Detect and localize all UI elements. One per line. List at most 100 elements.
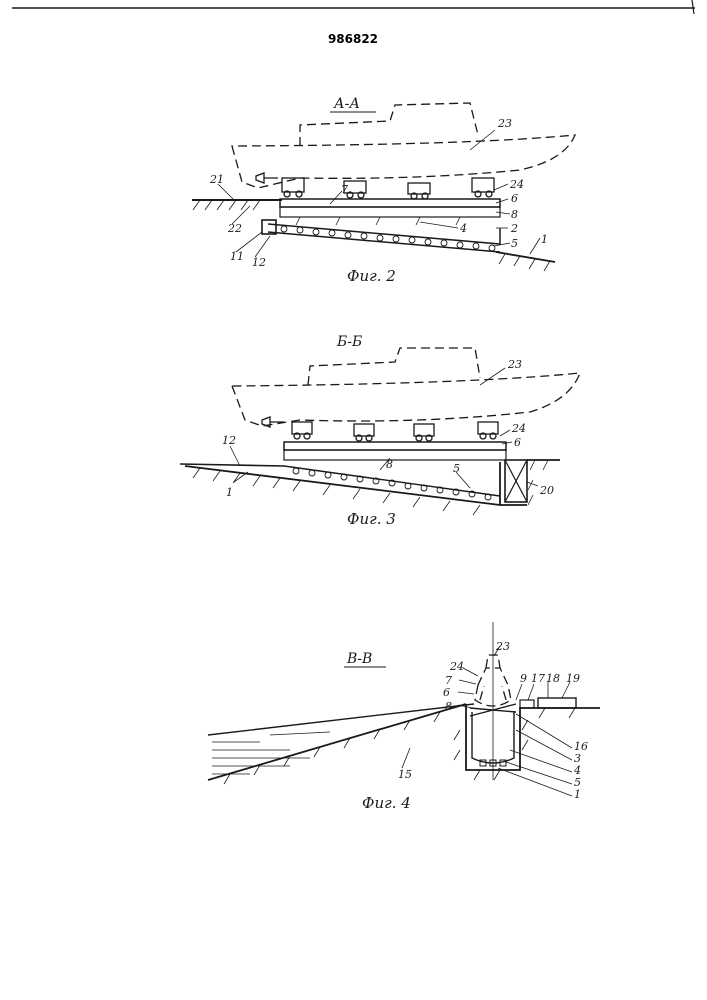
drawing-stroke	[361, 233, 367, 239]
boat-cabin-outline	[308, 348, 480, 385]
drawing-stroke	[309, 470, 315, 476]
drawing-stroke	[454, 730, 460, 740]
part-number-label: 22	[227, 222, 242, 235]
drawing-stroke	[193, 200, 260, 210]
drawing-stroke	[528, 480, 533, 490]
drawing-stroke	[506, 762, 572, 784]
part-number-label: 19	[566, 672, 580, 685]
drawing-stroke	[480, 368, 505, 385]
figure-caption: Фиг. 3	[347, 510, 396, 528]
part-number-label: 1	[574, 788, 581, 801]
drawing-stroke	[262, 417, 284, 427]
drawing-stroke	[420, 222, 458, 228]
part-number-label: 24	[511, 422, 526, 435]
drawing-stroke	[514, 256, 520, 266]
drawing-stroke	[498, 768, 572, 796]
part-number-label: 6	[511, 192, 518, 205]
part-number-label: 1	[541, 233, 548, 246]
boat-cabin-outline	[300, 103, 478, 146]
figure-caption: Фиг. 4	[362, 794, 411, 812]
part-number-label: 18	[546, 672, 560, 685]
drawing-stroke	[353, 489, 360, 499]
drawing-stroke	[528, 684, 534, 700]
drawing-stroke	[543, 460, 548, 470]
drawing-stroke	[325, 472, 331, 478]
drawing-stroke	[414, 424, 434, 436]
drawing-stroke	[193, 468, 200, 478]
drawing-stroke	[313, 229, 319, 235]
drawing-stroke	[229, 200, 236, 210]
trolley-group	[282, 178, 494, 199]
drawing-stroke	[273, 478, 280, 488]
drawing-stroke	[284, 442, 506, 450]
section-label: А-А	[333, 96, 360, 112]
part-number-label: 9	[520, 672, 527, 685]
drawing-stroke	[230, 446, 240, 466]
drawing-stroke	[212, 732, 330, 774]
drawing-stroke	[544, 261, 550, 271]
part-number-label: 20	[539, 484, 554, 497]
part-number-label: 21	[209, 173, 224, 186]
drawing-stroke	[296, 217, 300, 225]
part-number-label: 23	[507, 358, 522, 371]
drawing-stroke	[472, 178, 494, 192]
drawing-stroke	[478, 422, 498, 434]
drawing-stroke	[520, 700, 534, 708]
drawing-stroke	[408, 183, 430, 194]
drawing-stroke	[323, 485, 330, 495]
patent-number: 986822	[328, 32, 378, 46]
figure-3: Б-Б	[180, 334, 580, 528]
drawing-stroke	[496, 212, 510, 214]
drawing-stroke	[270, 732, 330, 735]
drawing-stroke	[474, 770, 480, 780]
drawing-stroke	[218, 184, 234, 200]
drawing-stroke	[516, 684, 522, 700]
drawing-stroke	[236, 232, 262, 252]
drawing-stroke	[443, 501, 450, 511]
drawing-stroke	[530, 460, 535, 470]
roller-chain	[293, 468, 491, 500]
part-number-label: 12	[252, 256, 266, 269]
drawing-stroke	[336, 217, 340, 225]
drawing-stroke	[494, 770, 500, 780]
drawing-stroke	[383, 493, 390, 503]
section-label: Б-Б	[336, 334, 362, 350]
part-number-label: 4	[459, 222, 467, 235]
drawing-stroke	[529, 259, 535, 269]
drawing-stroke	[402, 748, 410, 768]
winch-block	[538, 698, 576, 708]
drawing-stroke	[281, 226, 287, 232]
part-number-label: 12	[222, 434, 236, 447]
drawing-stroke	[253, 200, 260, 210]
section-label: В-В	[346, 651, 372, 667]
drawing-stroke	[193, 200, 200, 210]
drawing-stroke	[527, 482, 538, 486]
drawing-stroke	[345, 232, 351, 238]
drawing-stroke	[280, 207, 500, 217]
drawing-stroke	[473, 505, 480, 515]
drawing-stroke	[293, 468, 299, 474]
drawing-stroke	[213, 471, 220, 481]
drawing-stroke	[208, 704, 474, 735]
platform	[280, 199, 500, 207]
drawing-stroke	[458, 692, 474, 694]
part-number-label: 23	[497, 117, 512, 130]
drawing-stroke	[268, 232, 500, 252]
corner-tick	[692, 0, 694, 14]
drawing-stroke	[292, 422, 312, 434]
drawing-stroke	[354, 424, 374, 436]
part-number-label: 6	[514, 436, 521, 449]
drawing-stroke	[500, 430, 510, 436]
part-number-label: 8	[445, 700, 452, 713]
drawing-stroke	[425, 239, 431, 245]
drawing-stroke	[205, 200, 212, 210]
drawing-stroke	[569, 708, 575, 718]
drawing-stroke	[297, 227, 303, 233]
part-number-label: 17	[531, 672, 545, 685]
trolley-group	[292, 422, 498, 441]
drawing-stroke	[256, 173, 278, 183]
drawing-stroke	[409, 237, 415, 243]
drawing-stroke	[253, 476, 260, 486]
drawing-stroke	[377, 235, 383, 241]
